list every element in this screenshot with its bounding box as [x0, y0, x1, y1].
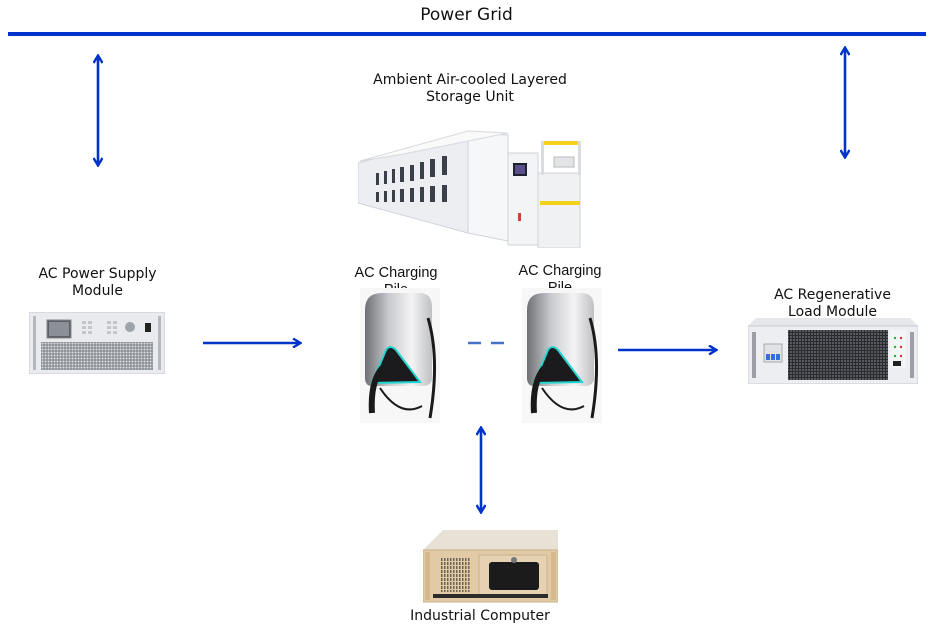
storage-unit-image [358, 130, 581, 248]
ac-power-supply-image [29, 312, 165, 374]
charging-pile-1-image [360, 288, 440, 423]
storage-unit-label-line1: Ambient Air-cooled Layered [373, 72, 567, 88]
charging-pile-1-label-line1: AC Charging [354, 265, 438, 281]
charging-pile-2-label-line1: AC Charging [518, 263, 602, 279]
ac-power-supply-label-line2: Module [72, 283, 123, 299]
ac-power-supply-label: AC Power Supply Module [10, 266, 185, 300]
power-grid-bus-line [8, 32, 926, 36]
regenerative-load-label-line2: Load Module [788, 304, 877, 320]
power-grid-title: Power Grid [420, 5, 513, 25]
storage-unit-label: Ambient Air-cooled Layered Storage Unit [340, 72, 600, 106]
charging-pile-2-image [522, 288, 602, 423]
regenerative-load-label-line1: AC Regenerative [774, 287, 891, 303]
storage-unit-label-line2: Storage Unit [426, 89, 514, 105]
industrial-computer-image [423, 530, 558, 603]
industrial-computer-label: Industrial Computer [410, 608, 550, 624]
ac-power-supply-label-line1: AC Power Supply [38, 266, 157, 282]
regenerative-load-label: AC Regenerative Load Module [745, 287, 920, 321]
regenerative-load-image [748, 318, 918, 384]
